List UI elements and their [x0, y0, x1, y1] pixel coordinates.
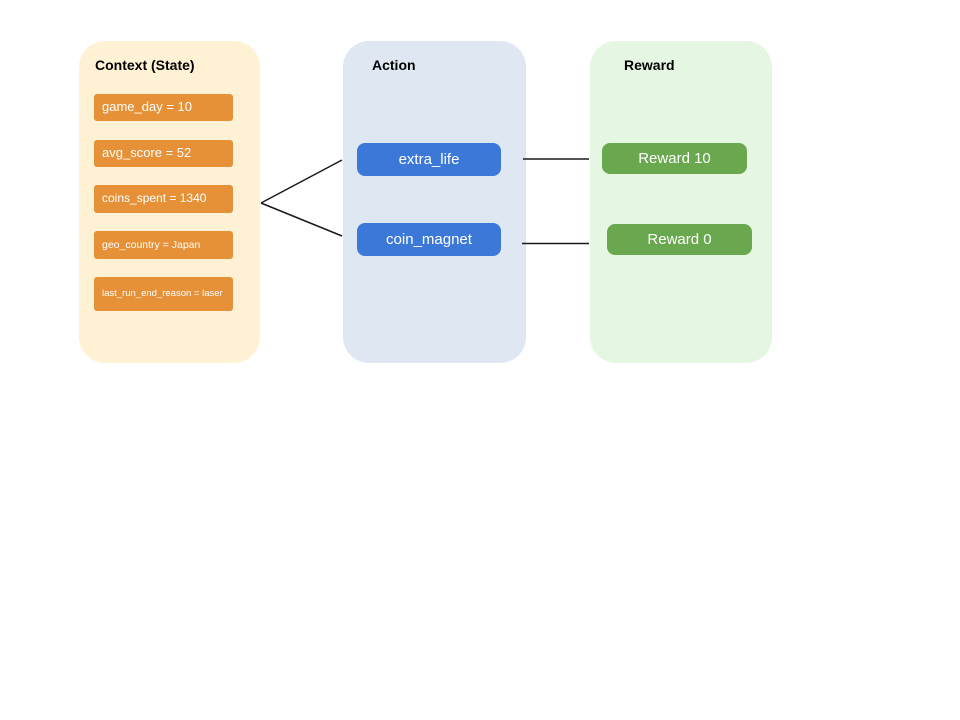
context-item-coins-spent: coins_spent = 1340 [94, 185, 233, 213]
context-item-last-run-reason: last_run_end_reason = laser [94, 277, 233, 311]
reward-item-reward-10: Reward 10 [602, 143, 747, 174]
context-item-avg-score: avg_score = 52 [94, 140, 233, 167]
connector-context-to-extra-life [260, 159, 343, 204]
action-item-coin-magnet: coin_magnet [357, 223, 501, 256]
reward-panel [590, 41, 772, 363]
reward-item-reward-0: Reward 0 [607, 224, 752, 255]
action-panel [343, 41, 526, 363]
action-item-extra-life: extra_life [357, 143, 501, 176]
context-item-geo-country: geo_country = Japan [94, 231, 233, 259]
context-item-game-day: game_day = 10 [94, 94, 233, 121]
context-panel-title: Context (State) [95, 57, 195, 73]
action-panel-title: Action [372, 57, 416, 73]
connector-context-to-coin-magnet [260, 202, 343, 237]
reward-panel-title: Reward [624, 57, 675, 73]
